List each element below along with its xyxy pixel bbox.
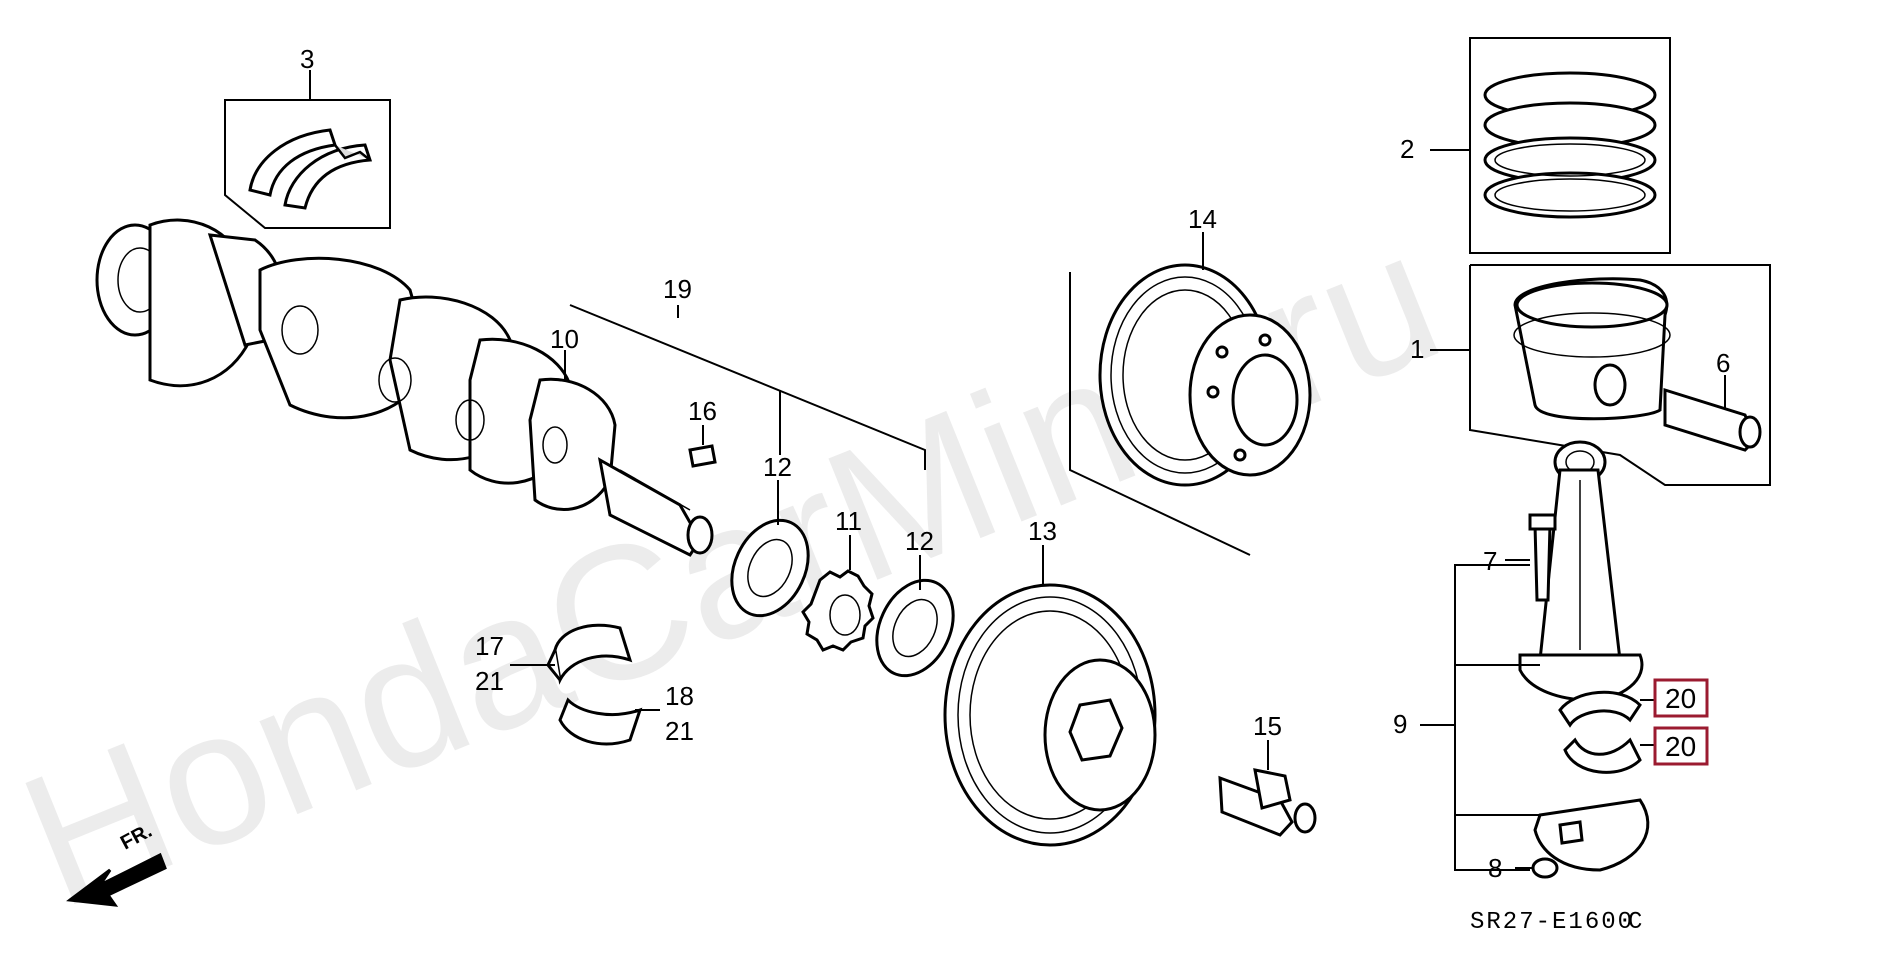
piston-assembly[interactable]: [1430, 264, 1771, 486]
callout-6[interactable]: 6: [1716, 348, 1730, 378]
connecting-rod-cap[interactable]: [1533, 798, 1650, 872]
connecting-rod-bearing-lower[interactable]: [1563, 737, 1655, 774]
callout-18[interactable]: 18: [665, 681, 694, 711]
callout-20-upper-box[interactable]: 20: [1653, 678, 1709, 718]
callout-7[interactable]: 7: [1483, 546, 1497, 576]
piston-ring-set[interactable]: [1430, 37, 1671, 254]
callout-12-front[interactable]: 12: [763, 452, 792, 482]
oil-seal-front[interactable]: [717, 480, 823, 628]
callout-20-lower[interactable]: 20: [1665, 731, 1696, 762]
callout-8[interactable]: 8: [1488, 853, 1502, 883]
callout-9[interactable]: 9: [1393, 709, 1407, 739]
callout-2[interactable]: 2: [1400, 134, 1414, 164]
connecting-rod-nut[interactable]: [1515, 857, 1559, 879]
callout-12-rear[interactable]: 12: [905, 526, 934, 556]
callout-21-lower[interactable]: 21: [665, 716, 694, 746]
bracket-19: [569, 304, 926, 470]
connecting-rod-bolt[interactable]: [1505, 513, 1557, 602]
main-bearing-shell-set[interactable]: [224, 99, 391, 229]
main-bearing-lower[interactable]: [558, 697, 660, 746]
callout-20-lower-box[interactable]: 20: [1653, 726, 1709, 766]
callout-14[interactable]: 14: [1188, 204, 1217, 234]
callout-15[interactable]: 15: [1253, 711, 1282, 741]
callout-20-upper[interactable]: 20: [1665, 683, 1696, 714]
woodruff-key[interactable]: [688, 425, 717, 468]
callout-11[interactable]: 11: [835, 506, 862, 536]
oil-seal-rear[interactable]: [862, 555, 968, 688]
callout-16[interactable]: 16: [688, 396, 717, 426]
callout-17[interactable]: 17: [475, 631, 504, 661]
callout-1[interactable]: 1: [1410, 334, 1424, 364]
pulley-bolt[interactable]: [1218, 740, 1317, 837]
callout-3[interactable]: 3: [300, 44, 314, 74]
callout-10[interactable]: 10: [550, 324, 579, 354]
drawing-code-text: SR27-E1600: [1470, 909, 1634, 936]
connecting-rod[interactable]: [1518, 440, 1644, 702]
main-bearing-upper[interactable]: [510, 623, 633, 685]
vibration-damper-pulley[interactable]: [1069, 232, 1312, 556]
timing-belt-drive-pulley[interactable]: [801, 535, 875, 652]
callouts: 3 2 1 6 7 8 9 10 11 12 12 13 14 15 16 17…: [300, 44, 1730, 883]
drawing-code: SR27-E1600 C: [1470, 909, 1644, 936]
piston-pin[interactable]: [1663, 375, 1762, 452]
drawing-code-suffix: C: [1628, 909, 1644, 936]
callout-13[interactable]: 13: [1028, 516, 1057, 546]
callout-19[interactable]: 19: [663, 274, 692, 304]
crankshaft[interactable]: [95, 218, 714, 557]
callout-21-upper[interactable]: 21: [475, 666, 504, 696]
connecting-rod-bearing-upper[interactable]: [1558, 690, 1655, 728]
bracket-9: [1454, 564, 1530, 871]
crankshaft-pulley[interactable]: [943, 545, 1157, 847]
